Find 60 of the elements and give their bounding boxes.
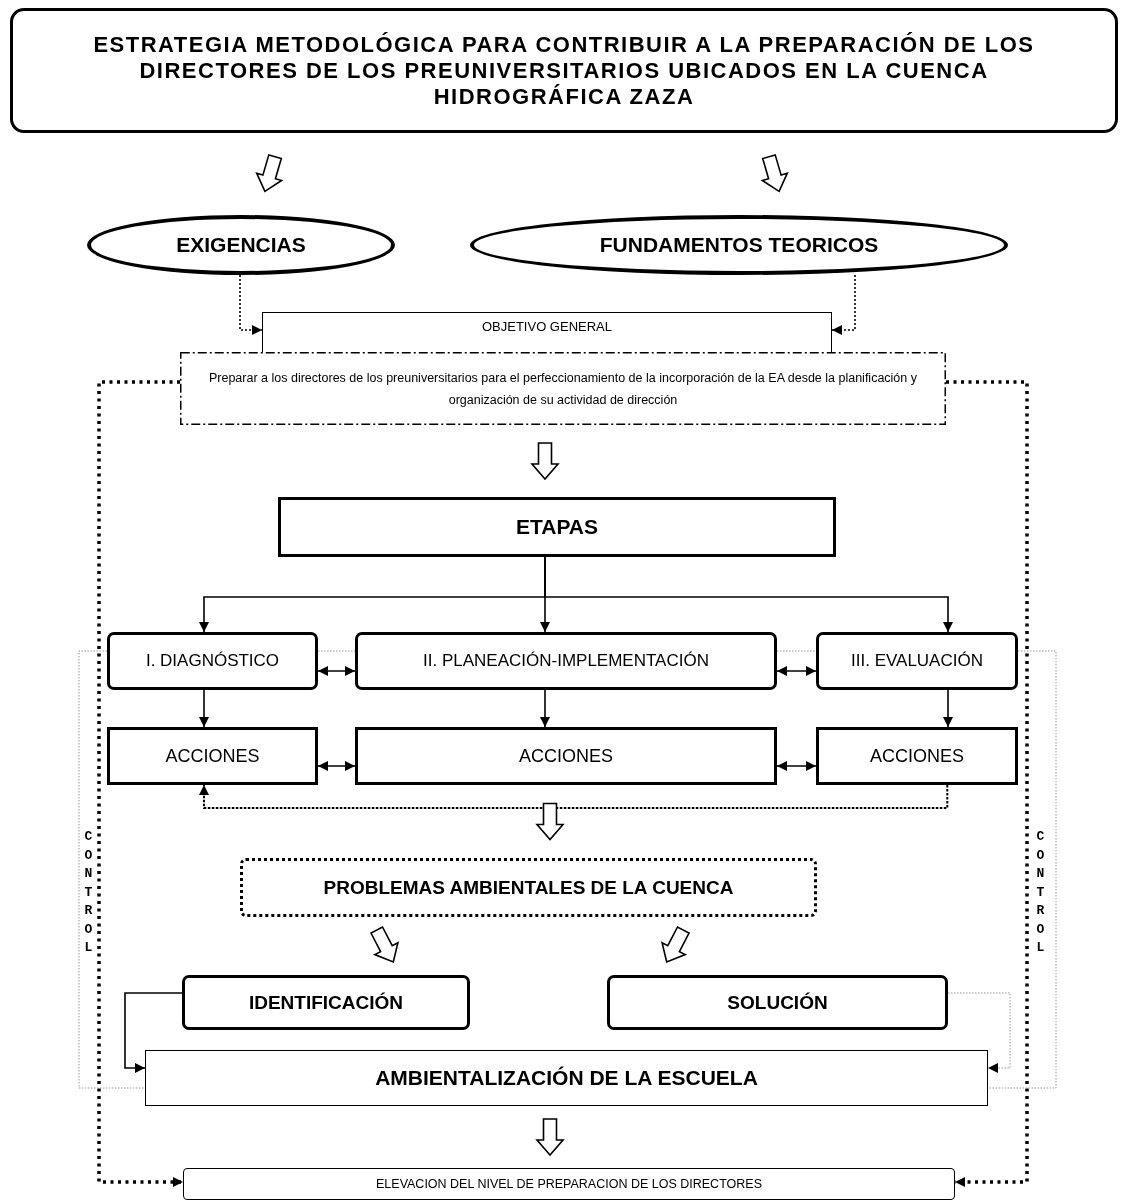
- node-text: I. DIAGNÓSTICO: [145, 651, 280, 671]
- result-box: [183, 1168, 955, 1200]
- block-arrow: [369, 925, 400, 964]
- block-arrow: [255, 153, 284, 193]
- arrow: [946, 380, 1029, 1187]
- arrow: [199, 689, 209, 728]
- arrow: [540, 689, 550, 728]
- arrow: [317, 761, 356, 771]
- process-box: [278, 497, 836, 557]
- arrow: [199, 784, 949, 809]
- node-text: III. EVALUACIÓN: [851, 651, 983, 671]
- node-text: AMBIENTALIZACIÓN DE LA ESCUELA: [375, 1066, 758, 1090]
- connector-line: [987, 650, 1057, 1089]
- block-arrow: [760, 153, 789, 193]
- arrow: [776, 761, 817, 771]
- node-text: IDENTIFICACIÓN: [248, 991, 404, 1014]
- stage-box: [607, 975, 948, 1030]
- arrow: [124, 992, 183, 1073]
- node-text: ELEVACION DEL NIVEL DE PREPARACION DE LOS DIRECTORES: [376, 1177, 762, 1191]
- problem-box: [240, 858, 817, 917]
- block-arrow: [535, 1118, 565, 1157]
- process-box: [145, 1050, 988, 1106]
- arrow: [97, 380, 183, 1187]
- block-arrow: [530, 442, 560, 481]
- stage-box: [107, 632, 318, 690]
- objective-box: [262, 312, 832, 352]
- node-text: SOLUCIÓN: [727, 991, 828, 1014]
- stage-box: [182, 975, 470, 1030]
- vertical-label: CONTROL: [83, 828, 94, 957]
- node-text: II. PLANEACIÓN-IMPLEMENTACIÓN: [423, 651, 709, 671]
- block-arrow: [535, 802, 565, 841]
- node-text: ETAPAS: [515, 515, 599, 539]
- arrow: [239, 274, 263, 335]
- process-box: [107, 727, 318, 785]
- node-text: EXIGENCIAS: [176, 233, 306, 257]
- title-box: [10, 8, 1118, 133]
- vertical-label: CONTROL: [1035, 828, 1046, 957]
- node-text: ACCIONES: [165, 745, 260, 767]
- arrow: [943, 689, 953, 728]
- node-text: ACCIONES: [519, 745, 613, 767]
- node-text: OBJETIVO GENERAL: [481, 319, 612, 334]
- node-text: PROBLEMAS AMBIENTALES DE LA CUENCA: [323, 876, 734, 899]
- connector-line: [78, 650, 146, 1089]
- node-text: Preparar a los directores de los preuniversitarios para el perfeccionamiento de la incorporación de la EA desde la planificación y organización de su actividad de dirección: [207, 369, 918, 409]
- node-text: ESTRATEGIA METODOLÓGICA PARA CONTRIBUIR A LA PREPARACIÓN DE LOS DIRECTORES DE LOS PREUNIVERSITARIOS UBICADOS EN LA CUENCA HIDROGRÁFICA ZAZA: [92, 31, 1036, 110]
- node-text: FUNDAMENTOS TEORICOS: [599, 233, 879, 257]
- objective-description-box: [180, 352, 946, 425]
- process-box: [816, 727, 1018, 785]
- arrow: [317, 666, 356, 676]
- block-arrow: [660, 925, 691, 964]
- connector-line: [776, 650, 817, 652]
- connector-line: [317, 650, 356, 652]
- process-box: [355, 727, 777, 785]
- stage-box: [816, 632, 1018, 690]
- arrow: [947, 992, 1011, 1073]
- node-text: ACCIONES: [870, 745, 964, 767]
- arrow: [776, 666, 817, 676]
- arrow: [544, 556, 953, 633]
- arrow: [831, 274, 856, 335]
- stage-box: [355, 632, 777, 690]
